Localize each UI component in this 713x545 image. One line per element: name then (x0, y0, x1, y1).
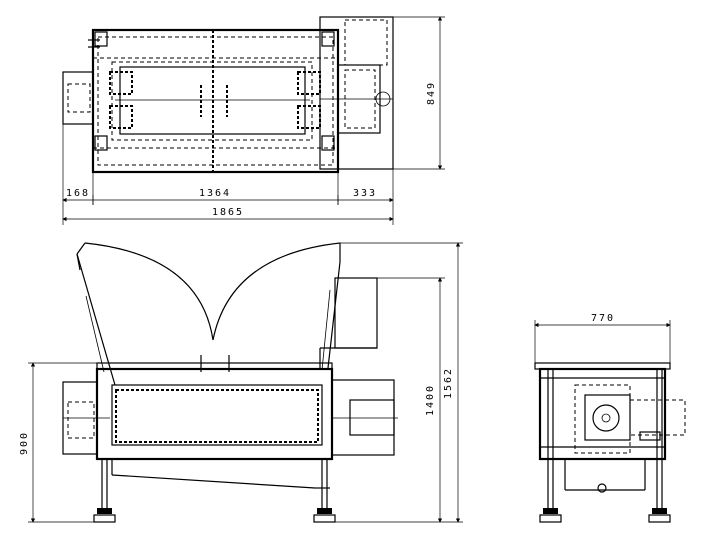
dim-770: 770 (591, 313, 615, 324)
side-view-dimensions: 770 (534, 313, 671, 363)
dim-333: 333 (353, 188, 377, 199)
dim-168: 168 (66, 188, 90, 199)
dim-1364: 1364 (199, 188, 231, 199)
dim-1400: 1400 (425, 384, 436, 416)
dim-849: 849 (426, 81, 437, 105)
side-view (534, 362, 686, 523)
front-view (62, 242, 398, 523)
dim-1865: 1865 (212, 207, 244, 218)
front-view-dimensions: 900 1400 1562 (19, 242, 463, 523)
top-view (62, 16, 394, 174)
top-view-dimensions: 168 1364 333 1865 849 (62, 16, 445, 225)
dim-900: 900 (19, 431, 30, 455)
dim-1562: 1562 (443, 367, 454, 399)
